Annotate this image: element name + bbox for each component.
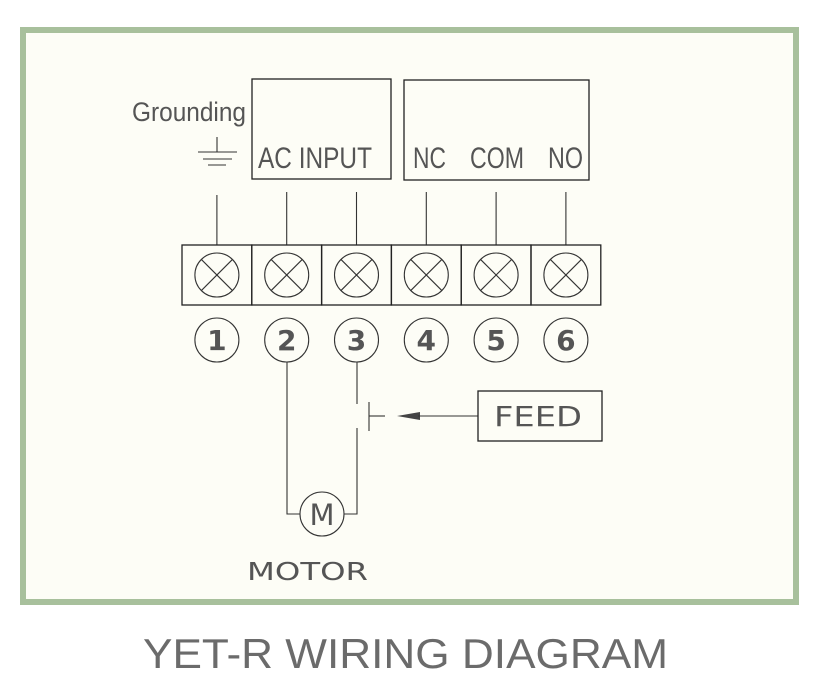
screw-terminal-icon [333, 252, 380, 298]
terminal-number-badge: 6 [543, 317, 589, 363]
screw-terminal-icon [473, 252, 519, 298]
feed-switch-contact-icon [368, 402, 385, 431]
grounding-label: Grounding [132, 97, 246, 127]
terminal-number: 3 [347, 324, 366, 357]
com-label: COM [470, 142, 524, 175]
terminal-5: 5 [460, 192, 532, 363]
motor-label: MOTOR [247, 557, 368, 586]
no-label: NO [548, 142, 583, 175]
terminal-number: 2 [277, 324, 296, 357]
wire-switch-to-motor [344, 428, 358, 515]
motor-symbol-label: M [309, 498, 334, 532]
ac-input-box: AC INPUT [251, 78, 392, 180]
motor-circuit: M MOTOR [247, 362, 368, 586]
terminal-6: 6 [530, 192, 602, 363]
terminal-2: 2 [251, 192, 323, 363]
screw-terminal-icon [194, 252, 240, 298]
screw-terminal-icon [543, 252, 589, 298]
terminal-number-badge: 5 [473, 317, 519, 363]
terminal-number: 5 [486, 324, 505, 357]
terminal-cell [530, 244, 602, 306]
terminal-block: 1 2 3 4 5 6 [181, 192, 602, 363]
feed-label: FEED [494, 400, 582, 433]
terminal-number: 1 [207, 324, 226, 357]
nc-label: NC [413, 142, 446, 175]
terminal-3: 3 [320, 192, 393, 363]
screw-terminal-icon [403, 252, 449, 298]
ground-symbol-icon [198, 137, 237, 166]
terminal-number: 6 [556, 324, 575, 357]
motor-symbol-icon: M [299, 491, 345, 537]
relay-output-box: NC COM NO [403, 79, 590, 181]
ac-input-label: AC INPUT [258, 142, 372, 175]
wire-terminal-2-to-motor [286, 362, 300, 515]
diagram-title: YET-R WIRING DIAGRAM [143, 630, 668, 677]
terminal-number-badge: 1 [194, 317, 240, 363]
screw-terminal-icon [264, 252, 310, 298]
feed-box: FEED [477, 390, 603, 442]
terminal-number-badge: 4 [403, 317, 449, 363]
terminal-number: 4 [417, 324, 436, 357]
diagram-frame [20, 27, 799, 605]
arrow-left-icon [397, 412, 478, 420]
